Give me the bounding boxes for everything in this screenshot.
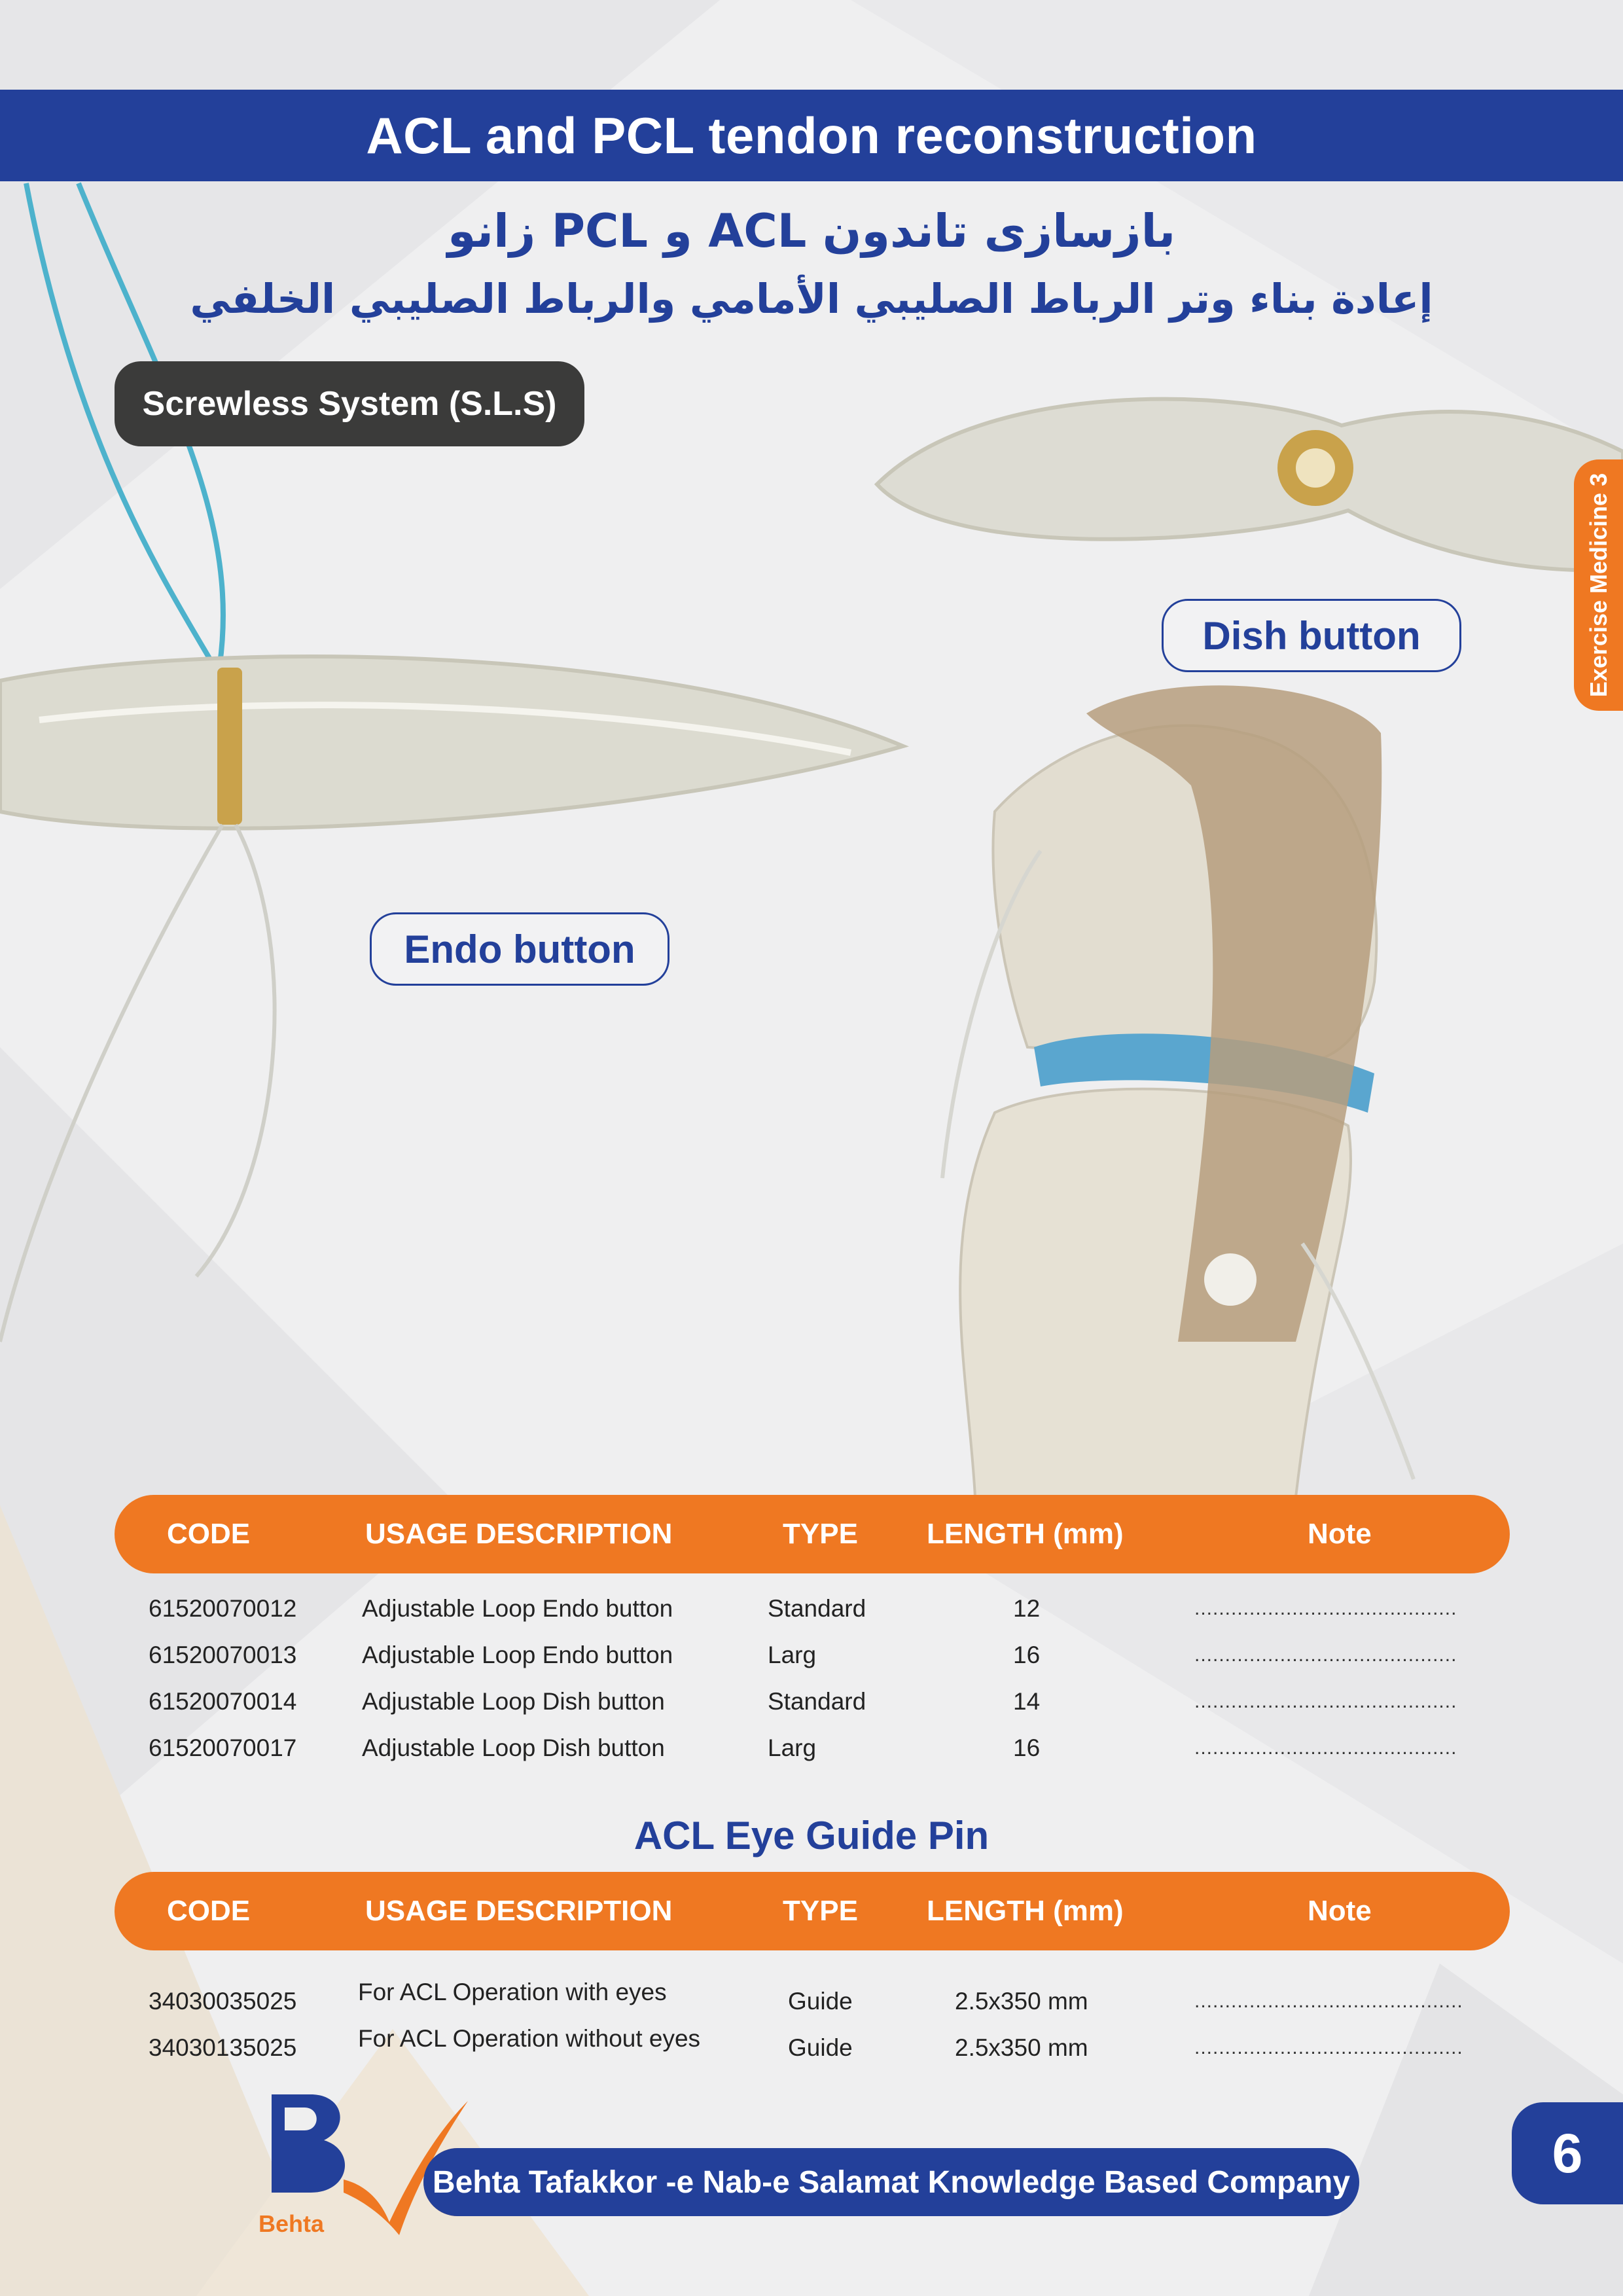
behta-logo: Behta xyxy=(259,2094,468,2237)
logo-text: Behta xyxy=(259,2210,325,2237)
cell-usage: Adjustable Loop Endo button xyxy=(362,1641,673,1668)
graft-tendon xyxy=(1086,685,1382,1342)
table-row: 34030135025 For ACL Operation without ey… xyxy=(0,2020,1623,2066)
system-badge: Screwless System (S.L.S) xyxy=(115,361,584,446)
page-title: ACL and PCL tendon reconstruction xyxy=(366,106,1257,164)
company-name: Behta Tafakkor -e Nab-e Salamat Knowledg… xyxy=(432,2164,1351,2200)
cell-length: 2.5x350 mm xyxy=(955,2034,1088,2062)
cell-note: ........................................… xyxy=(1194,2037,1463,2059)
blue-suture xyxy=(76,182,226,688)
section-title: ACL Eye Guide Pin xyxy=(633,1814,990,1857)
cell-usage: For ACL Operation with eyes xyxy=(358,1979,667,2006)
page-number: 6 xyxy=(1512,2102,1623,2204)
cell-note: ........................................… xyxy=(1194,1990,1463,2013)
dish-button-label: Dish button xyxy=(1162,599,1461,672)
cell-code: 34030135025 xyxy=(149,2034,297,2062)
table-row: 61520070017 Adjustable Loop Dish button … xyxy=(0,1725,1623,1771)
product-illustration xyxy=(0,182,1623,1497)
cell-note: ........................................… xyxy=(1194,1644,1457,1666)
header-type: TYPE xyxy=(783,1895,858,1927)
endo-button-label: Endo button xyxy=(370,912,669,986)
side-tab-label: Exercise Medicine 3 xyxy=(1584,473,1612,698)
header-length: LENGTH (mm) xyxy=(927,1518,1124,1550)
header-length: LENGTH (mm) xyxy=(927,1895,1124,1927)
table-row: 34030035025 For ACL Operation with eyes … xyxy=(0,1973,1623,2019)
cell-code: 61520070017 xyxy=(149,1734,297,1761)
cell-code: 61520070014 xyxy=(149,1688,297,1715)
cell-type: Guide xyxy=(788,2034,853,2062)
table-row: 61520070013 Adjustable Loop Endo button … xyxy=(0,1632,1623,1678)
cell-usage: Adjustable Loop Dish button xyxy=(362,1688,665,1715)
endo-button-plate xyxy=(217,668,242,825)
header-note: Note xyxy=(1308,1895,1372,1927)
header-code: CODE xyxy=(167,1518,251,1550)
cell-length: 2.5x350 mm xyxy=(955,1988,1088,2015)
cell-code: 34030035025 xyxy=(149,1988,297,2015)
cell-type: Larg xyxy=(768,1641,817,1668)
header-type: TYPE xyxy=(783,1518,858,1550)
cell-length: 14 xyxy=(1013,1688,1041,1715)
dish-loop xyxy=(874,397,1623,573)
cell-note: ........................................… xyxy=(1194,1737,1457,1759)
page-header: ACL and PCL tendon reconstruction xyxy=(0,90,1623,181)
cell-code: 61520070013 xyxy=(149,1641,297,1668)
cell-usage: For ACL Operation without eyes xyxy=(358,2025,701,2053)
table-row: 61520070012 Adjustable Loop Endo button … xyxy=(0,1586,1623,1632)
cell-usage: Adjustable Loop Dish button xyxy=(362,1734,665,1761)
header-code: CODE xyxy=(167,1895,251,1927)
table2-header: CODE USAGE DESCRIPTION TYPE LENGTH (mm) … xyxy=(115,1872,1510,1950)
cell-type: Larg xyxy=(768,1734,817,1761)
arabic-title: إعادة بناء وتر الرباط الصليبي الأمامي وا… xyxy=(190,275,1433,323)
persian-title: بازسازی تاندون ACL و PCL زانو xyxy=(447,204,1176,258)
header-usage: USAGE DESCRIPTION xyxy=(365,1518,673,1550)
cell-length: 16 xyxy=(1013,1734,1041,1761)
cell-usage: Adjustable Loop Endo button xyxy=(362,1595,673,1622)
cell-type: Standard xyxy=(768,1688,866,1715)
cell-type: Guide xyxy=(788,1988,853,2015)
cell-length: 12 xyxy=(1013,1595,1041,1622)
cell-note: ........................................… xyxy=(1194,1598,1457,1619)
footer-bar-inner: Behta Tafakkor -e Nab-e Salamat Knowledg… xyxy=(423,2148,1359,2216)
endo-loop xyxy=(0,655,909,831)
footer-bar: Behta Tafakkor -e Nab-e Salamat Knowledg… xyxy=(423,2148,1359,2216)
table1-header: CODE USAGE DESCRIPTION TYPE LENGTH (mm) … xyxy=(115,1495,1510,1573)
table-row: 61520070014 Adjustable Loop Dish button … xyxy=(0,1679,1623,1725)
header-usage: USAGE DESCRIPTION xyxy=(365,1895,673,1927)
cell-code: 61520070012 xyxy=(149,1595,297,1622)
cell-type: Standard xyxy=(768,1595,866,1622)
side-tab: Exercise Medicine 3 xyxy=(1574,459,1623,711)
header-note: Note xyxy=(1308,1518,1372,1550)
cell-note: ........................................… xyxy=(1194,1691,1457,1712)
cell-length: 16 xyxy=(1013,1641,1041,1668)
